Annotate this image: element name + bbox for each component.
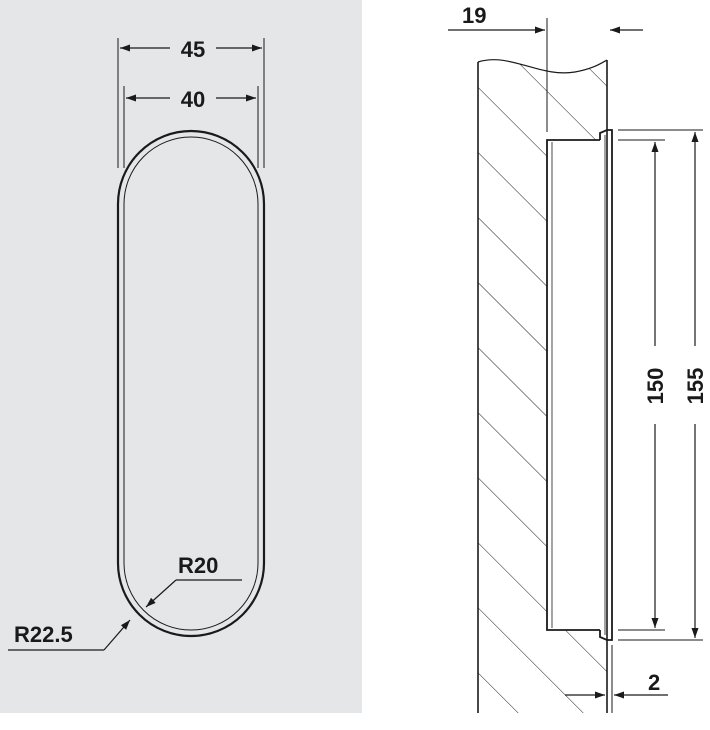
handle-recess: [547, 140, 608, 630]
side-view: 19 150 155 2: [448, 3, 708, 713]
handle-flange: [599, 129, 613, 641]
handle-inner-outline: [123, 136, 259, 631]
dimension-inner-radius: R20: [178, 553, 218, 578]
dimension-inner-height: 150: [643, 368, 668, 405]
radius-leader-outer: [103, 619, 131, 651]
handle-body-section: [546, 139, 600, 631]
dimension-outer-radius: R22.5: [14, 622, 73, 647]
front-view: 45 40 R20 R22.5: [0, 0, 362, 713]
dimension-outer-width: 45: [181, 37, 205, 62]
front-view-panel: [0, 0, 362, 713]
handle-outer-outline: [116, 129, 266, 638]
dimension-outer-height: 155: [683, 368, 708, 405]
dimension-flange: 2: [648, 670, 660, 695]
dimension-door-thickness: 19: [462, 3, 486, 28]
radius-leader-inner: [145, 579, 177, 608]
door-break-line: [477, 59, 608, 74]
dimension-inner-width: 40: [181, 87, 205, 112]
